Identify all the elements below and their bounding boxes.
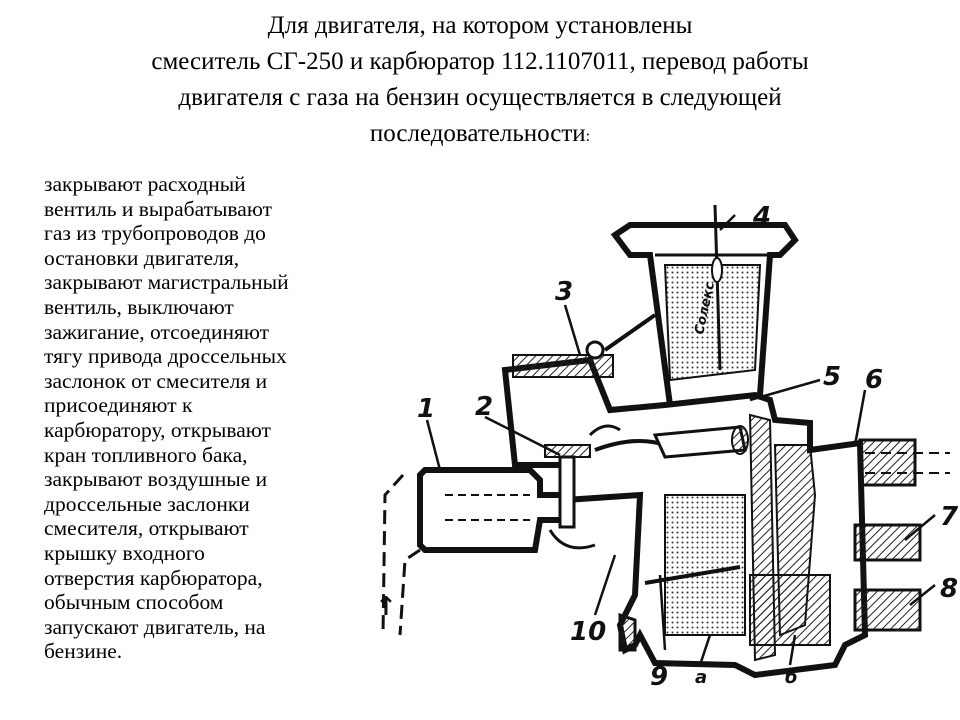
title-line-3: двигателя с газа на бензин осуществляетс… <box>178 84 782 111</box>
label-10: 10 <box>570 617 606 647</box>
label-1: 1 <box>417 394 435 424</box>
label-2: 2 <box>475 392 493 422</box>
label-5: 5 <box>823 362 841 392</box>
valve-2 <box>544 444 596 550</box>
valve-3 <box>512 313 657 378</box>
leader-lines <box>425 214 936 666</box>
label-4: 4 <box>752 202 771 232</box>
label-a: а <box>695 667 707 688</box>
flow-arrow-up: ↑ <box>375 592 397 622</box>
label-6: 6 <box>865 365 883 395</box>
title-line-2: смеситель СГ-250 и карбюратор 112.110701… <box>151 48 809 75</box>
title-line-4: последовательности: <box>40 116 920 155</box>
label-3: 3 <box>555 277 573 307</box>
title-line-4-text: последовательности <box>369 120 586 147</box>
diagram-svg: Солекс <box>375 202 959 692</box>
mixer-carburetor-diagram: Солекс <box>365 195 960 705</box>
air-horn: Солекс <box>610 204 799 409</box>
title-colon: : <box>585 128 591 145</box>
title-line-1: Для двигателя, на котором установлены <box>267 12 693 39</box>
mixer-body <box>501 356 869 679</box>
label-8: 8 <box>940 574 958 604</box>
label-b: б <box>785 667 798 688</box>
procedure-text: закрывают расходный вентиль и вырабатыва… <box>44 172 289 664</box>
right-fittings <box>853 438 950 632</box>
label-7: 7 <box>940 502 959 532</box>
slide-title: Для двигателя, на котором установлены см… <box>40 8 920 155</box>
label-9: 9 <box>650 662 668 692</box>
flow-arrows: ↑ <box>375 424 621 636</box>
inlet-pipe <box>417 467 574 553</box>
